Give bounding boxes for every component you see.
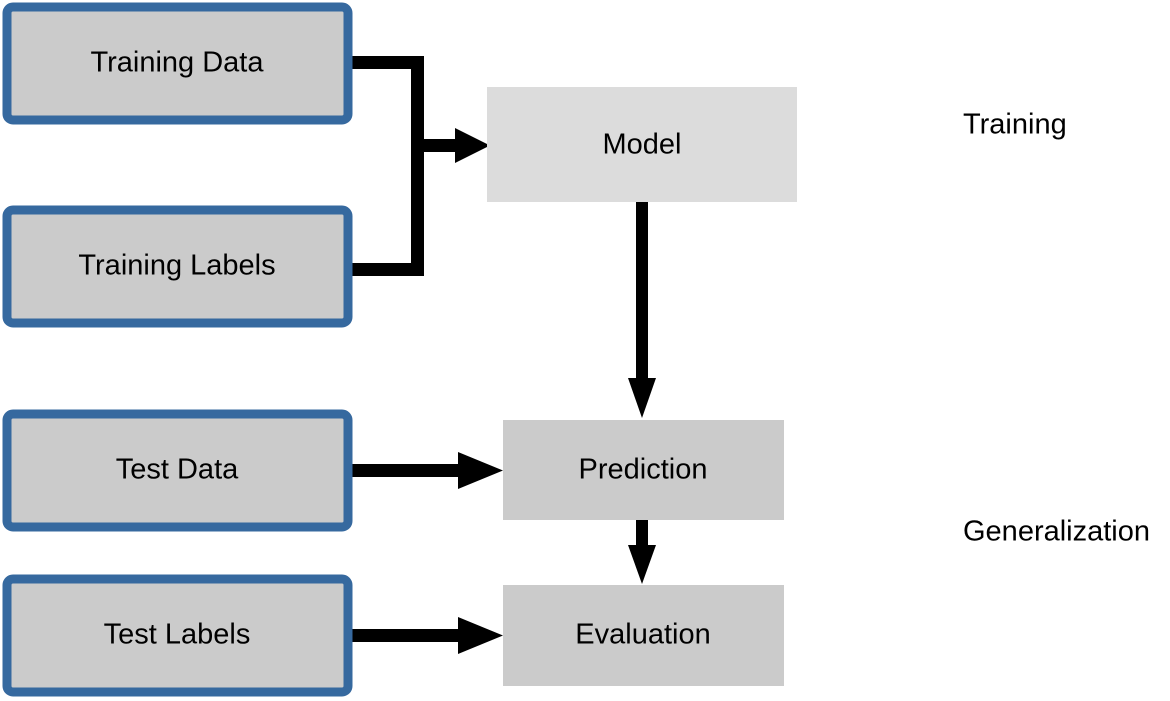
node-training-labels-label: Training Labels <box>78 250 275 282</box>
node-training-data-label: Training Data <box>90 47 264 79</box>
node-prediction-label: Prediction <box>579 454 708 486</box>
node-test-data-label: Test Data <box>116 454 239 486</box>
arrowhead-into-prediction-from-test-data <box>458 452 503 489</box>
connector-model-to-prediction <box>628 200 656 418</box>
node-test-labels[interactable]: Test Labels <box>2 574 353 697</box>
connector-prediction-to-evaluation <box>628 518 656 584</box>
stage-label-layer: Training Generalization <box>963 109 1150 548</box>
node-model-box[interactable] <box>487 87 797 202</box>
prediction-evaluation-shaft <box>636 518 648 548</box>
test-labels-evaluation-shaft <box>342 629 462 642</box>
stage-label-generalization: Generalization <box>963 516 1150 548</box>
node-evaluation-box[interactable] <box>503 585 784 686</box>
connector-test-data-to-prediction <box>342 452 503 489</box>
bracket-bottom-segment <box>341 263 424 276</box>
input-node-layer: Training Data Training Labels Test Data … <box>2 2 353 697</box>
node-prediction[interactable]: Prediction <box>503 420 784 520</box>
test-data-prediction-shaft <box>342 464 462 477</box>
node-test-labels-box[interactable] <box>2 574 353 697</box>
node-test-labels-label: Test Labels <box>104 619 251 651</box>
bracket-vertical-spine <box>411 56 424 276</box>
node-training-labels[interactable]: Training Labels <box>2 205 353 328</box>
node-test-data[interactable]: Test Data <box>2 409 353 532</box>
stage-label-training: Training <box>963 109 1067 141</box>
node-evaluation[interactable]: Evaluation <box>503 585 784 686</box>
process-node-layer: Model Prediction Evaluation <box>487 87 797 686</box>
connector-test-labels-to-evaluation <box>342 617 503 654</box>
connector-training-bracket-to-model <box>341 56 490 276</box>
node-prediction-box[interactable] <box>503 420 784 520</box>
node-evaluation-label: Evaluation <box>575 619 710 651</box>
node-model-label: Model <box>603 129 682 161</box>
arrowhead-into-evaluation <box>628 545 656 584</box>
bracket-branch-shaft <box>420 139 462 152</box>
node-training-labels-box[interactable] <box>2 205 353 328</box>
connector-layer <box>341 56 656 654</box>
arrowhead-into-evaluation-from-test-labels <box>458 617 503 654</box>
arrowhead-into-prediction <box>628 378 656 418</box>
arrowhead-into-model <box>455 128 490 163</box>
model-prediction-shaft <box>636 200 648 380</box>
node-training-data-box[interactable] <box>2 2 353 125</box>
node-training-data[interactable]: Training Data <box>2 2 353 125</box>
node-model[interactable]: Model <box>487 87 797 202</box>
node-test-data-box[interactable] <box>2 409 353 532</box>
bracket-top-segment <box>341 56 424 69</box>
